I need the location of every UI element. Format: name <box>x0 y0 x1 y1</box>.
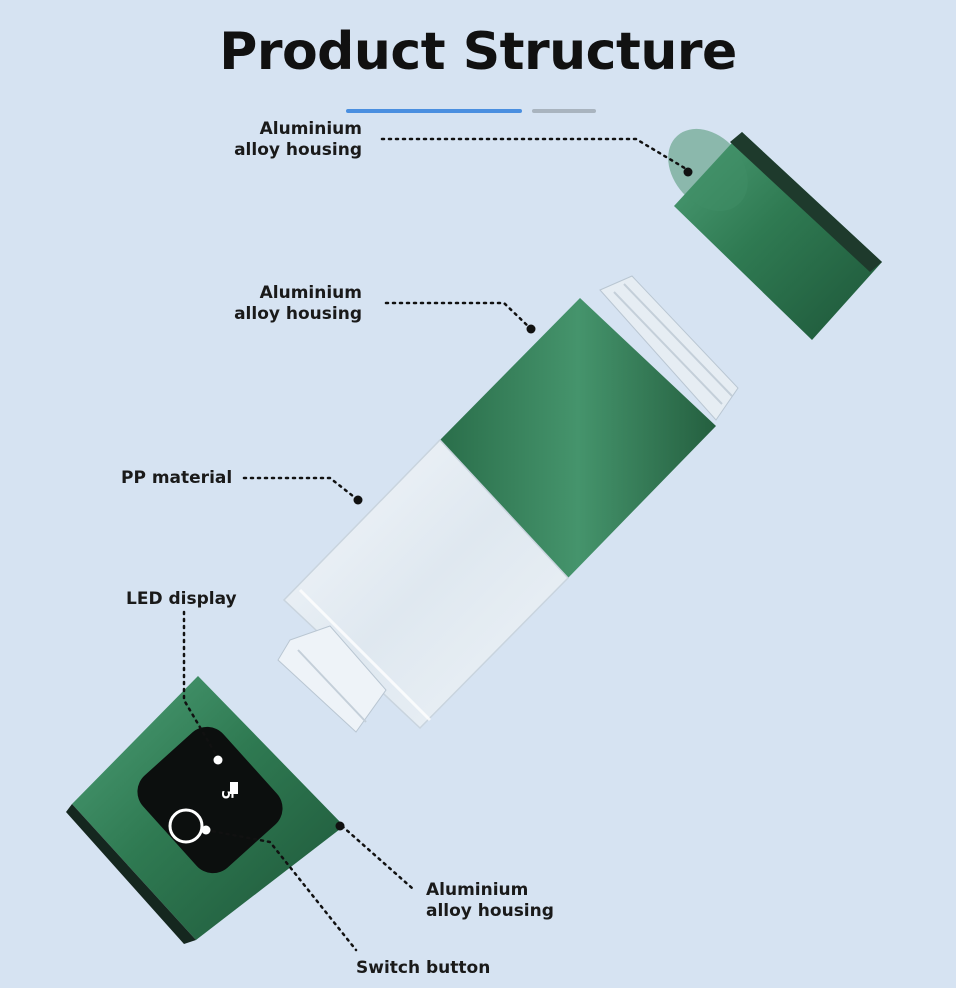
label-bottom-housing-line1: Aluminium <box>426 880 529 900</box>
label-top-housing-line2: alloy housing <box>234 140 362 160</box>
label-top-housing-line1: Aluminium <box>259 119 362 139</box>
label-bottom-housing-line2: alloy housing <box>426 901 554 921</box>
middle-body <box>277 275 739 733</box>
leader-middle-housing <box>384 301 532 330</box>
title-underline-gray <box>532 109 596 113</box>
leader-bottom-housing <box>340 824 414 890</box>
label-middle-housing-line2: alloy housing <box>234 304 362 324</box>
leader-lines <box>182 137 690 952</box>
label-bottom-housing: Aluminium alloy housing <box>426 880 554 922</box>
title-underline-blue <box>346 109 522 113</box>
top-cap <box>668 128 882 340</box>
bottom-base: 5 <box>66 676 344 944</box>
leader-pp-material <box>242 476 360 502</box>
label-pp-material: PP material <box>121 468 233 488</box>
label-middle-housing: Aluminium alloy housing <box>190 283 362 325</box>
label-switch-button: Switch button <box>356 958 491 978</box>
label-led-display: LED display <box>126 589 237 609</box>
label-top-housing: Aluminium alloy housing <box>190 119 362 161</box>
display-readout: 5 <box>218 790 237 800</box>
label-middle-housing-line1: Aluminium <box>259 283 362 303</box>
leader-led-display <box>182 610 220 760</box>
page-title: Product Structure <box>219 22 737 82</box>
battery-icon <box>230 782 238 794</box>
leader-top-housing <box>380 137 690 172</box>
leader-switch-button <box>204 828 358 952</box>
power-button-icon <box>168 808 204 844</box>
